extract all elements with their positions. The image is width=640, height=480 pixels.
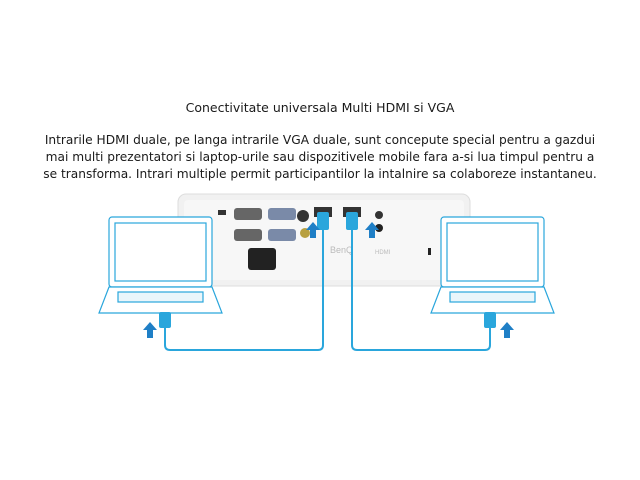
arrow-icons <box>143 222 514 338</box>
description-line: mai multi prezentatori si laptop-urile s… <box>45 150 595 164</box>
description: Intrarile HDMI duale, pe langa intrarile… <box>40 132 600 183</box>
heading: Conectivitate universala Multi HDMI si V… <box>185 100 455 115</box>
hdmi-label: HDMI <box>375 250 391 256</box>
arrow-up-icon <box>365 222 379 238</box>
arrow-up-icon <box>306 222 320 238</box>
brand-logo: BenQ <box>330 245 353 255</box>
description-line: Intrarile HDMI duale, pe langa intrarile… <box>44 133 596 147</box>
arrow-up-icon <box>500 322 514 338</box>
hdmi-connectors <box>159 212 496 328</box>
description-line: se transforma. Intrari multiple permit p… <box>43 167 597 181</box>
laptop-right <box>430 216 555 314</box>
hdmi-cables <box>164 228 491 351</box>
laptop-left <box>98 216 223 314</box>
arrow-up-icon <box>143 322 157 338</box>
